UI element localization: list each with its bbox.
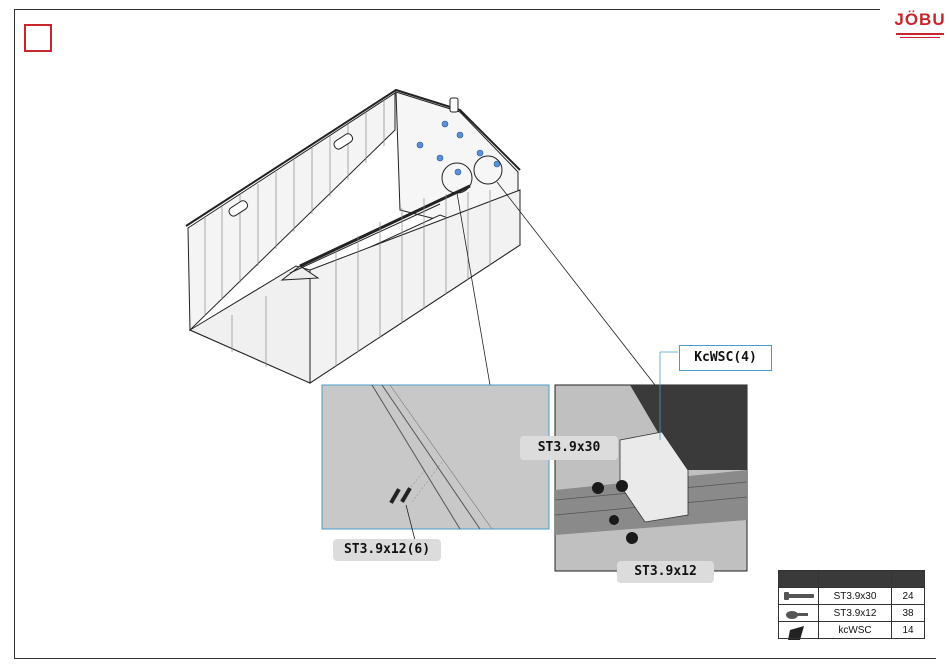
table-cell-icon (779, 622, 819, 639)
table-row: ST3.9x30 24 (779, 588, 925, 605)
leader-line-right (497, 182, 655, 385)
table-cell-name: ST3.9x30 (819, 588, 892, 605)
screw12-right-callout: ST3.9x12 (617, 561, 714, 583)
shed-drawing (186, 90, 520, 383)
shed-side-wall (310, 190, 520, 383)
table-cell-icon (779, 605, 819, 622)
hardware-table: ST3.9x30 24 ST3.9x12 38 kcWSC 14 (778, 570, 925, 639)
table-row: ST3.9x12 38 (779, 605, 925, 622)
shed-gable-vent (450, 98, 458, 112)
table-cell-qty: 14 (892, 622, 925, 639)
detail-panel-right (555, 352, 747, 571)
screw30-callout: ST3.9x30 (520, 436, 618, 460)
table-cell-qty: 24 (892, 588, 925, 605)
table-cell-icon (779, 588, 819, 605)
table-cell-qty: 38 (892, 605, 925, 622)
table-header-row (779, 571, 925, 588)
washer-callout: KcWSC(4) (679, 345, 772, 371)
table-cell-name: kcWSC (819, 622, 892, 639)
screw12-left-callout: ST3.9x12(6) (333, 539, 441, 561)
detail-panel-left (322, 385, 549, 540)
table-row: kcWSC 14 (779, 622, 925, 639)
table-cell-name: ST3.9x12 (819, 605, 892, 622)
